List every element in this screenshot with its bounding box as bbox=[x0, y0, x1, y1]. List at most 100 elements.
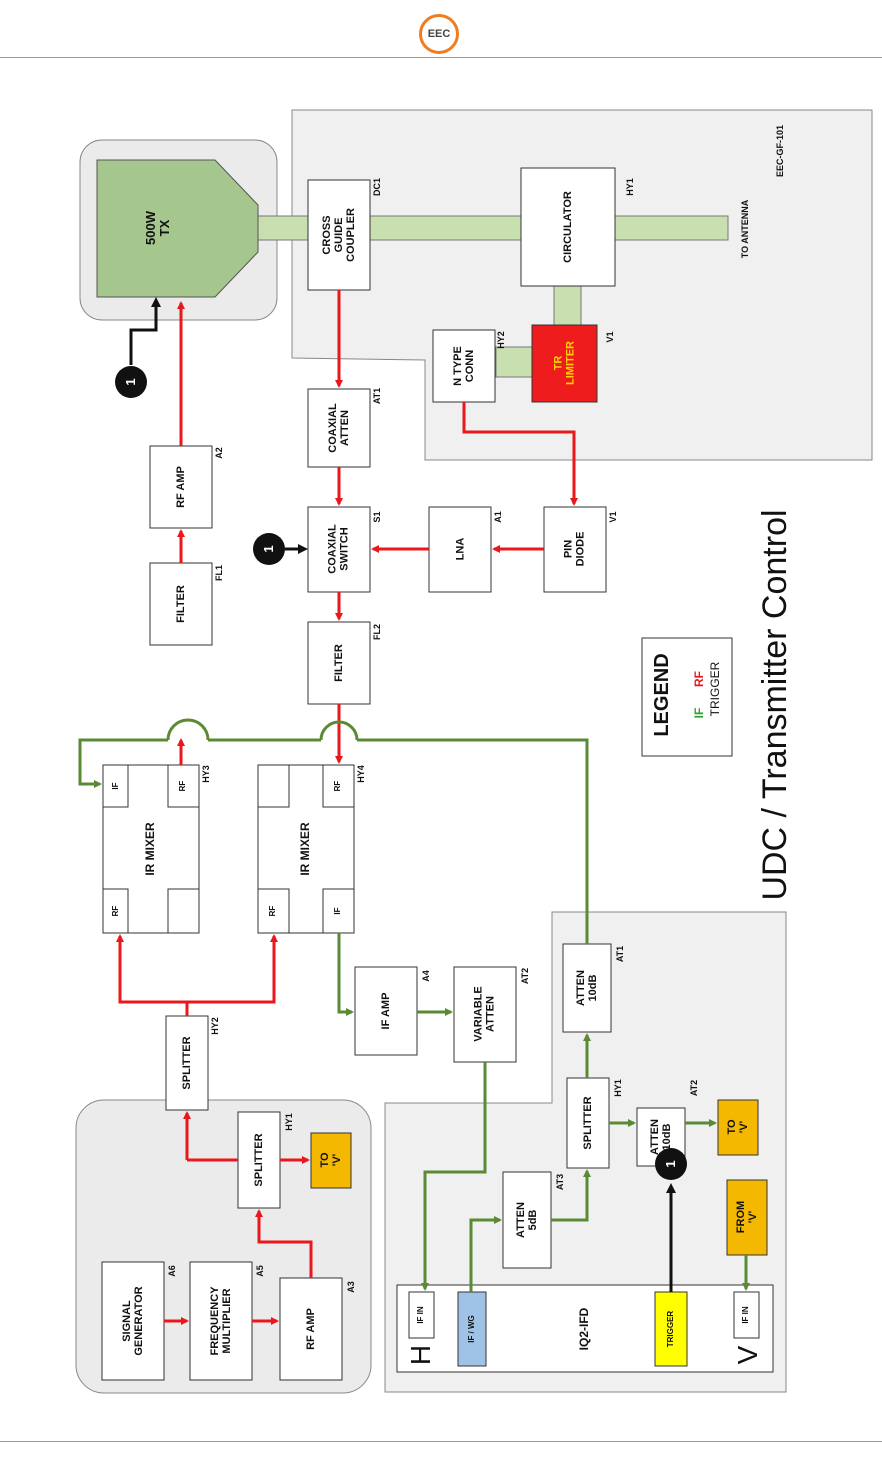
coaxial-switch-box bbox=[307, 506, 371, 593]
coaxial-atten-label: COAXIAL ATTEN bbox=[326, 403, 351, 453]
legend-title: LEGEND bbox=[651, 653, 673, 737]
filter-fl1-box bbox=[149, 562, 213, 646]
from-v-box bbox=[726, 1179, 768, 1256]
variable-atten-label: VARIABLE ATTEN bbox=[472, 986, 497, 1042]
eec-logo: EEC bbox=[419, 14, 459, 54]
frequency-multiplier-label: FREQUENCY MULTIPLIER bbox=[208, 1286, 233, 1356]
v-polarization-label: V bbox=[731, 1345, 763, 1365]
ir-mixer-hy3-label: IR MIXER bbox=[143, 822, 158, 876]
legend-rf: RF bbox=[692, 671, 707, 687]
rf-amp-a3-label: RF AMP bbox=[304, 1308, 317, 1350]
port-if-wg: IF / WG bbox=[466, 1315, 476, 1343]
tr-limiter-label: TR LIMITER bbox=[552, 341, 577, 385]
designator-hy1-circ: HY1 bbox=[625, 178, 636, 196]
pin-diode-label: PIN DIODE bbox=[562, 531, 587, 567]
filter-fl2-box bbox=[307, 621, 371, 705]
legend-box bbox=[641, 637, 733, 757]
frequency-multiplier-box bbox=[189, 1261, 253, 1381]
designator-s1: S1 bbox=[372, 511, 383, 523]
designator-a6: A6 bbox=[167, 1265, 178, 1277]
splitter-hy1-top-label: SPLITTER bbox=[252, 1133, 265, 1187]
coaxial-switch-label: COAXIAL SWITCH bbox=[326, 524, 351, 574]
port-if-in-v: IF IN bbox=[740, 1306, 750, 1324]
cross-guide-coupler-label: CROSS GUIDE COUPLER bbox=[320, 208, 358, 262]
tr-limiter-box bbox=[531, 324, 598, 403]
designator-hy1-split-top: HY1 bbox=[284, 1113, 295, 1131]
tx-shape bbox=[96, 159, 259, 298]
header-divider bbox=[0, 57, 882, 58]
circulator-box bbox=[520, 167, 616, 287]
port-rf-hy4-top: RF bbox=[332, 780, 342, 792]
coaxial-atten-box bbox=[307, 388, 371, 468]
splitter-hy1-bottom-label: SPLITTER bbox=[581, 1096, 594, 1150]
filter-fl2-label: FILTER bbox=[332, 644, 345, 682]
designator-a1: A1 bbox=[493, 511, 504, 523]
pin-diode-box bbox=[543, 506, 607, 593]
designator-hy2-split: HY2 bbox=[210, 1017, 221, 1035]
port-rf-hy3-top: RF bbox=[177, 780, 187, 792]
tx-label: 500W TX bbox=[142, 211, 172, 245]
n-type-conn-label: N TYPE CONN bbox=[451, 346, 476, 386]
atten-10db-at2-label: ATTEN 10dB bbox=[648, 1119, 673, 1155]
if-amp-label: IF AMP bbox=[379, 992, 392, 1030]
rf-amp-a2-box bbox=[149, 445, 213, 529]
designator-at1-atten: AT1 bbox=[615, 945, 626, 963]
designator-v1-pin: V1 bbox=[608, 511, 619, 523]
lna-box bbox=[428, 506, 492, 593]
port-rf-hy4-bottom: RF bbox=[267, 905, 277, 917]
logo-text: EEC bbox=[427, 28, 451, 40]
port-trigger: TRIGGER bbox=[665, 1310, 675, 1348]
atten-5db-label: ATTEN 5dB bbox=[514, 1202, 539, 1238]
to-v-bottom-label: TO 'V' bbox=[725, 1119, 750, 1135]
document-id: EEC-GF-101 bbox=[775, 125, 786, 178]
splitter-hy1-top-box bbox=[237, 1111, 281, 1209]
designator-hy1-split-bottom: HY1 bbox=[613, 1079, 624, 1097]
trigger-marker-2: 1 bbox=[260, 545, 276, 553]
h-polarization-label: H bbox=[404, 1344, 436, 1366]
to-v-top-box bbox=[310, 1132, 352, 1189]
port-if-hy3: IF bbox=[110, 782, 120, 790]
circulator-label: CIRCULATOR bbox=[561, 191, 574, 263]
signal-generator-label: SIGNAL GENERATOR bbox=[120, 1286, 145, 1356]
legend-trigger: TRIGGER bbox=[708, 661, 723, 717]
iq2-ifd-label: IQ2-IFD bbox=[577, 1307, 592, 1351]
port-rf-hy3-bottom: RF bbox=[110, 905, 120, 917]
if-amp-box bbox=[354, 966, 418, 1056]
designator-at1-coax: AT1 bbox=[372, 387, 383, 405]
designator-a4: A4 bbox=[421, 970, 432, 982]
n-type-conn-box bbox=[432, 329, 496, 403]
ir-mixer-hy4-label: IR MIXER bbox=[298, 822, 313, 876]
to-antenna-label: TO ANTENNA bbox=[740, 199, 751, 259]
designator-hy4: HY4 bbox=[356, 765, 367, 783]
designator-a5: A5 bbox=[255, 1265, 266, 1277]
designator-at2-atten: AT2 bbox=[689, 1079, 700, 1097]
designator-a3: A3 bbox=[346, 1281, 357, 1293]
designator-fl1: FL1 bbox=[214, 565, 225, 582]
port-if-in-h: IF IN bbox=[415, 1306, 425, 1324]
designator-a2: A2 bbox=[214, 447, 225, 459]
port-if-hy4: IF bbox=[332, 907, 342, 915]
designator-at3: AT3 bbox=[555, 1173, 566, 1191]
designator-v1-limiter: V1 bbox=[605, 331, 616, 343]
cross-guide-coupler-box bbox=[307, 179, 371, 291]
lna-label: LNA bbox=[454, 537, 467, 561]
designator-dc1: DC1 bbox=[372, 178, 383, 197]
trigger-marker-circles bbox=[115, 366, 687, 1180]
rf-amp-a2-label: RF AMP bbox=[174, 466, 187, 508]
rf-amp-a3-box bbox=[279, 1277, 343, 1381]
to-v-bottom-box bbox=[717, 1099, 759, 1156]
page-title: UDC / Transmitter Control bbox=[756, 509, 795, 901]
atten-10db-at1-label: ATTEN 10dB bbox=[574, 970, 599, 1006]
variable-atten-box bbox=[453, 966, 517, 1063]
designator-fl2: FL2 bbox=[372, 624, 383, 641]
footer-divider bbox=[0, 1441, 882, 1442]
designator-hy3: HY3 bbox=[201, 765, 212, 783]
to-v-top-label: TO 'V' bbox=[318, 1152, 343, 1168]
splitter-hy2-box bbox=[165, 1015, 209, 1111]
splitter-hy2-label: SPLITTER bbox=[180, 1036, 193, 1090]
designator-hy2-conn: HY2 bbox=[496, 331, 507, 349]
legend-if: IF bbox=[692, 707, 707, 719]
trigger-marker-1: 1 bbox=[122, 378, 138, 386]
designator-at2-var: AT2 bbox=[520, 967, 531, 985]
